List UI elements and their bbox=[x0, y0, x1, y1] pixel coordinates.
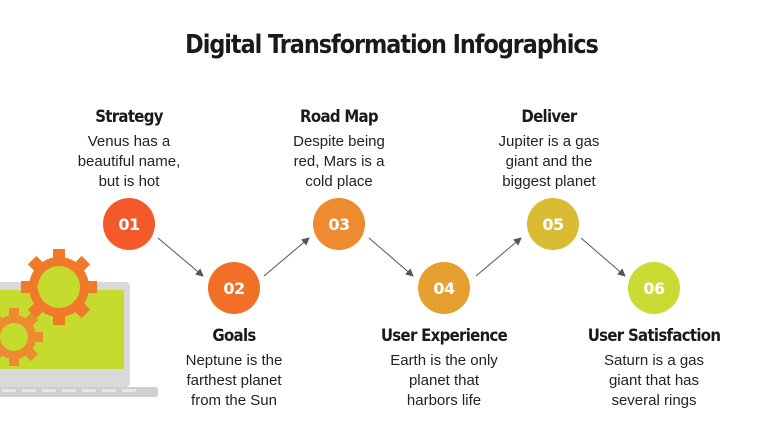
step-number-circle: 01 bbox=[103, 198, 155, 250]
step-number-circle: 02 bbox=[208, 262, 260, 314]
step-strategy: Strategy Venus has a beautiful name, but… bbox=[39, 106, 219, 192]
step-heading: Deliver bbox=[521, 107, 577, 127]
step-heading: User Experience bbox=[380, 326, 508, 346]
step-heading: Strategy bbox=[95, 107, 163, 127]
arrow-03-04 bbox=[368, 237, 414, 277]
step-road-map: Road Map Despite being red, Mars is a co… bbox=[249, 106, 429, 192]
arrow-02-03 bbox=[263, 237, 310, 277]
step-number-circle: 05 bbox=[527, 198, 579, 250]
step-number-circle: 04 bbox=[418, 262, 470, 314]
step-description: Earth is the only planet that harbors li… bbox=[390, 352, 498, 409]
step-user-experience: User Experience Earth is the only planet… bbox=[354, 325, 534, 411]
step-number-circle: 03 bbox=[313, 198, 365, 250]
step-description: Jupiter is a gas giant and the biggest p… bbox=[498, 133, 600, 190]
step-description: Despite being red, Mars is a cold place bbox=[293, 133, 385, 190]
step-goals: Goals Neptune is the farthest planet fro… bbox=[144, 325, 324, 411]
laptop-with-gears-icon bbox=[0, 249, 158, 397]
page-title: Digital Transformation Infographics bbox=[185, 30, 599, 60]
step-user-satisfaction: User Satisfaction Saturn is a gas giant … bbox=[564, 325, 744, 411]
arrow-01-02 bbox=[157, 237, 204, 277]
step-heading: Goals bbox=[212, 326, 256, 346]
step-heading: Road Map bbox=[300, 107, 379, 127]
step-deliver: Deliver Jupiter is a gas giant and the b… bbox=[459, 106, 639, 192]
arrow-05-06 bbox=[580, 237, 626, 277]
step-number-circle: 06 bbox=[628, 262, 680, 314]
step-description: Saturn is a gas giant that has several r… bbox=[603, 352, 705, 409]
arrow-04-05 bbox=[475, 237, 522, 277]
step-heading: User Satisfaction bbox=[587, 326, 721, 346]
step-description: Neptune is the farthest planet from the … bbox=[185, 352, 283, 409]
step-description: Venus has a beautiful name, but is hot bbox=[77, 133, 181, 190]
